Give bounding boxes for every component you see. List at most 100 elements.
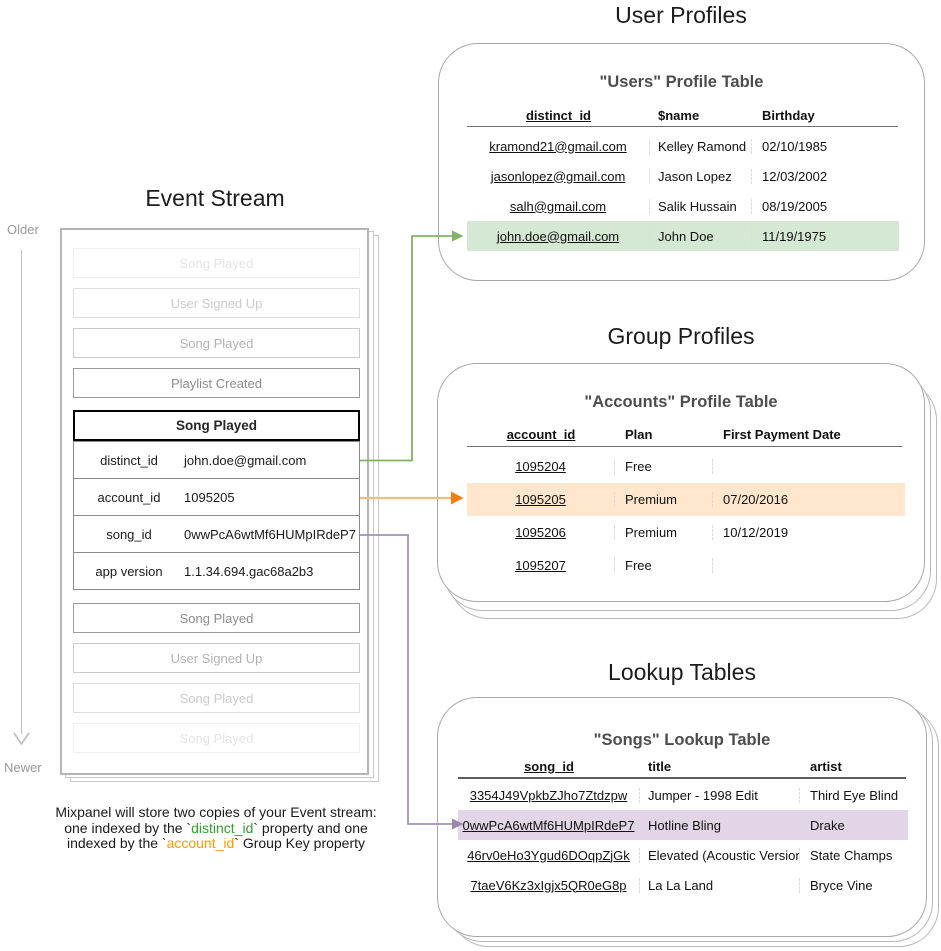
- event-label: User Signed Up: [170, 295, 263, 311]
- table-row-highlighted-green: john.doe@gmail.com John Doe 11/19/1975: [467, 221, 899, 251]
- event-property-row-app-version: app version 1.1.34.694.gac68a2b3: [73, 552, 360, 590]
- table-cell: 08/19/2005: [762, 198, 828, 214]
- down-arrow-icon: [13, 732, 30, 746]
- table-cell: 02/10/1985: [762, 138, 828, 154]
- column-header: distinct_id: [525, 107, 591, 123]
- event-box: Song Played: [73, 248, 360, 278]
- table-cell: 1095206: [467, 525, 615, 540]
- table-row: 7taeV6Kz3xIgjx5QR0eG8p La La Land Bryce …: [458, 870, 908, 900]
- column-header: Plan: [625, 426, 653, 442]
- event-box: User Signed Up: [73, 288, 360, 318]
- table-cell: 10/12/2019: [723, 525, 789, 540]
- table-row: salh@gmail.com Salik Hussain 08/19/2005: [467, 191, 899, 221]
- accounts-table-header: account_id Plan First Payment Date: [467, 423, 905, 445]
- header-divider: [467, 126, 898, 127]
- table-row: jasonlopez@gmail.com Jason Lopez 12/03/2…: [467, 161, 899, 191]
- table-cell: salh@gmail.com: [467, 198, 650, 214]
- songs-table-header: song_id title artist: [458, 755, 908, 777]
- column-header: artist: [810, 758, 842, 774]
- table-cell: Drake: [810, 817, 845, 833]
- table-cell: Bryce Vine: [810, 877, 873, 893]
- table-cell: Elevated (Acoustic Version): [640, 847, 800, 863]
- event-label: User Signed Up: [170, 650, 263, 666]
- table-row-highlighted-orange: 1095205 Premium 07/20/2016: [467, 483, 905, 516]
- header-divider: [467, 446, 902, 447]
- caption-line-2: one indexed by the `distinct_id` propert…: [64, 819, 368, 836]
- event-box: User Signed Up: [73, 643, 360, 673]
- distinct-id-term: distinct_id: [191, 819, 254, 836]
- table-row: 3354J49VpkbZJho7Ztdzpw Jumper - 1998 Edi…: [458, 780, 908, 810]
- expanded-event-header: Song Played: [73, 410, 360, 441]
- caption: Mixpanel will store two copies of your E…: [30, 804, 402, 852]
- event-label: Song Played: [179, 730, 254, 746]
- event-property-row-song-id: song_id 0wwPcA6wtMf6HUMpIRdeP7: [73, 515, 360, 553]
- table-cell: 12/03/2002: [762, 168, 828, 184]
- timeline-older-label: Older: [7, 222, 39, 237]
- timeline-line: [21, 250, 23, 734]
- table-cell: Hotline Bling: [640, 817, 800, 833]
- event-property-row-account-id: account_id 1095205: [73, 478, 360, 516]
- table-cell: 1095204: [467, 459, 615, 474]
- table-cell: Salik Hussain: [650, 198, 752, 214]
- table-cell: Free: [615, 558, 713, 573]
- table-row: kramond21@gmail.com Kelley Ramond 02/10/…: [467, 131, 899, 161]
- event-label: Song Played: [179, 690, 254, 706]
- expanded-event-title: Song Played: [175, 418, 258, 433]
- event-stream-title: Event Stream: [145, 185, 285, 211]
- property-value: 0wwPcA6wtMf6HUMpIRdeP7: [184, 526, 356, 542]
- table-cell: john.doe@gmail.com: [467, 228, 650, 244]
- event-box: Playlist Created: [73, 368, 360, 398]
- table-cell: 0wwPcA6wtMf6HUMpIRdeP7: [458, 817, 640, 833]
- column-header: song_id: [524, 758, 574, 774]
- event-box: Song Played: [73, 328, 360, 358]
- table-cell: 1095207: [467, 558, 615, 573]
- table-row: 46rv0eHo3Ygud6DOqpZjGk Elevated (Acousti…: [458, 840, 908, 870]
- table-cell: jasonlopez@gmail.com: [467, 168, 650, 184]
- timeline-newer-label: Newer: [4, 760, 42, 775]
- property-key: app version: [95, 563, 163, 579]
- table-cell: Free: [615, 459, 713, 474]
- event-box: Song Played: [73, 683, 360, 713]
- table-cell: La La Land: [640, 877, 800, 893]
- column-header: Birthday: [762, 107, 815, 123]
- caption-line-1: Mixpanel will store two copies of your E…: [55, 804, 377, 820]
- event-label: Playlist Created: [170, 375, 263, 391]
- table-row: 1095204 Free: [467, 450, 905, 483]
- account-id-term: account_id: [166, 835, 235, 851]
- table-row: 1095206 Premium 10/12/2019: [467, 516, 905, 549]
- table-cell: 1095205: [467, 492, 615, 507]
- table-cell: 46rv0eHo3Ygud6DOqpZjGk: [458, 847, 640, 863]
- users-table-header: distinct_id $name Birthday: [467, 104, 899, 126]
- table-cell: 7taeV6Kz3xIgjx5QR0eG8p: [458, 877, 640, 893]
- lookup-tables-title: Lookup Tables: [608, 659, 756, 685]
- group-profiles-title: Group Profiles: [607, 323, 755, 349]
- table-cell: 07/20/2016: [723, 492, 789, 507]
- column-header: account_id: [506, 426, 576, 442]
- event-label: Song Played: [179, 610, 254, 626]
- table-cell: 11/19/1975: [762, 228, 827, 244]
- table-cell: John Doe: [650, 228, 752, 244]
- property-value: 1.1.34.694.gac68a2b3: [184, 563, 314, 579]
- table-cell: Premium: [615, 492, 713, 507]
- table-cell: Kelley Ramond: [650, 138, 752, 154]
- event-box: Song Played: [73, 723, 360, 753]
- accounts-table-title: "Accounts" Profile Table: [584, 393, 778, 411]
- table-cell: Jason Lopez: [650, 168, 752, 184]
- table-cell: Jumper - 1998 Edit: [640, 787, 800, 803]
- table-cell: 3354J49VpkbZJho7Ztdzpw: [458, 787, 640, 803]
- table-cell: State Champs: [810, 847, 893, 863]
- property-key: account_id: [97, 489, 161, 505]
- property-key: distinct_id: [100, 452, 158, 468]
- accounts-profile-card: [437, 363, 925, 602]
- column-header: title: [648, 758, 672, 774]
- column-header: First Payment Date: [723, 426, 841, 442]
- property-value: 1095205: [184, 489, 235, 505]
- event-box: Song Played: [73, 603, 360, 633]
- songs-table-title: "Songs" Lookup Table: [593, 731, 771, 749]
- event-label: Song Played: [179, 255, 254, 271]
- caption-line-3: indexed by the `account_id` Group Key pr…: [66, 835, 366, 851]
- property-value: john.doe@gmail.com: [184, 452, 307, 468]
- table-cell: Third Eye Blind: [810, 787, 899, 803]
- table-cell: kramond21@gmail.com: [467, 138, 650, 154]
